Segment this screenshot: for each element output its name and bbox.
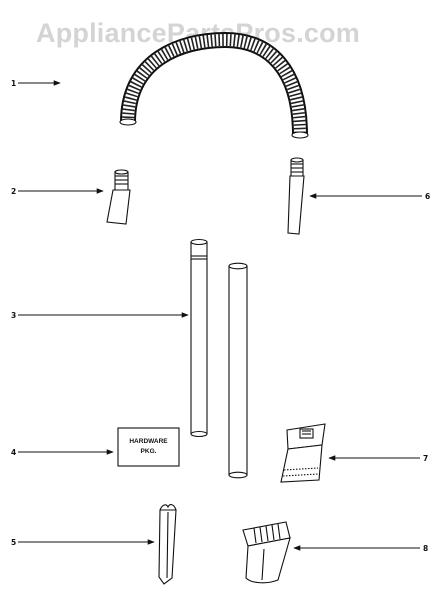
wand-lower-part	[228, 262, 248, 479]
callout-1: 1	[11, 79, 16, 88]
crevice-tool-part	[158, 504, 177, 585]
hose-end-part	[287, 157, 305, 235]
dust-brush-part	[280, 423, 326, 483]
callout-2: 2	[11, 187, 16, 196]
upholstery-tool-part	[242, 521, 291, 584]
callout-8: 8	[423, 544, 428, 553]
leader-lines	[18, 80, 422, 551]
hose-part	[119, 31, 309, 139]
hardware-label-line1: HARDWARE	[129, 438, 168, 445]
callout-3: 3	[11, 311, 16, 320]
callout-6: 6	[425, 192, 430, 201]
hardware-package-part: HARDWARE PKG.	[117, 427, 180, 467]
wand-upper-part	[190, 238, 208, 438]
callout-4: 4	[11, 448, 16, 457]
hardware-label-line2: PKG.	[141, 448, 157, 455]
callout-5: 5	[11, 538, 16, 547]
callout-7: 7	[423, 454, 428, 463]
cuff-part	[106, 169, 131, 225]
